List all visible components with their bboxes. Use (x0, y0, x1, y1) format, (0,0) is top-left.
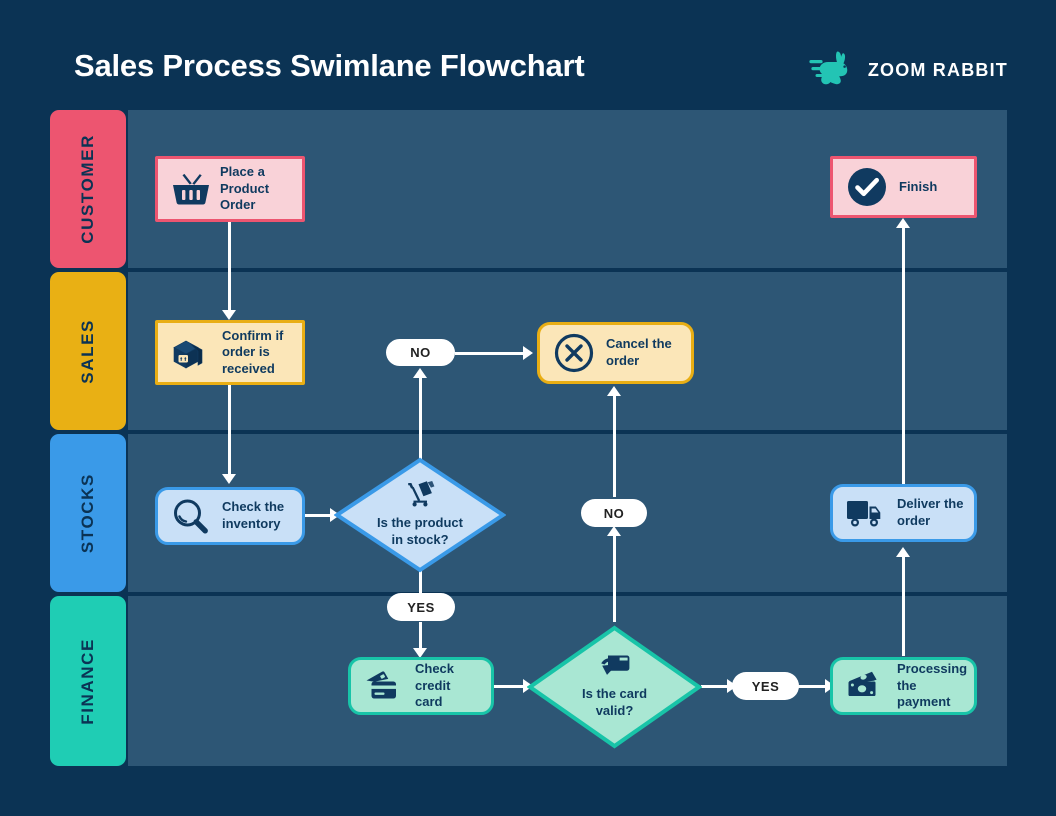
edge-validq-no-arrow-high (607, 386, 621, 396)
decision-label-card-yes: YES (732, 672, 799, 700)
brand-name: ZOOM RABBIT (867, 60, 1008, 80)
check-circle-icon (845, 165, 889, 209)
lane-label-stocks: STOCKS (78, 472, 97, 554)
node-check-inventory-label: Check the inventory (222, 499, 285, 531)
edge-checkcard-to-validq (494, 685, 527, 688)
cash-money-icon (845, 669, 887, 703)
node-card-valid[interactable]: Is the card valid? (527, 625, 702, 749)
edge-stockq-no-arrow (413, 368, 427, 378)
page-title: Sales Process Swimlane Flowchart (74, 48, 585, 83)
edge-payment-to-deliver-arrow (896, 547, 910, 557)
node-finish[interactable]: Finish (830, 156, 977, 218)
decision-label-stock-yes: YES (387, 593, 455, 621)
node-deliver-order-label: Deliver the order (897, 496, 964, 528)
lane-label-sales: SALES (78, 318, 97, 384)
magnifier-icon (170, 496, 212, 536)
decision-diamond-shape (334, 457, 506, 573)
edge-stockq-no-vertical (419, 372, 422, 462)
edge-stockno-to-cancel-arrow (523, 346, 533, 360)
node-place-order[interactable]: Place a Product Order (155, 156, 305, 222)
edge-validq-no-arrow-low (607, 526, 621, 536)
edge-deliver-to-finish-arrow (896, 218, 910, 228)
edge-validq-no-vertical-low (613, 530, 616, 622)
edge-payment-to-deliver (902, 551, 905, 656)
edge-validq-no-vertical-high (613, 390, 616, 497)
edge-stockq-yes-arrow (413, 648, 427, 658)
node-confirm-order[interactable]: Confirm if order is received (155, 320, 305, 385)
decision-label-card-no: NO (581, 499, 647, 527)
edge-confirm-to-inventory (228, 383, 231, 477)
edge-place-to-confirm (228, 219, 231, 313)
credit-card-icon (363, 668, 405, 704)
node-deliver-order[interactable]: Deliver the order (830, 484, 977, 542)
x-circle-icon (552, 331, 596, 375)
lane-label-customer: CUSTOMER (78, 134, 97, 244)
delivery-truck-icon (845, 497, 887, 529)
brand-logo: ZOOM RABBIT (808, 48, 1008, 93)
edge-validq-yes-left (701, 685, 732, 688)
edge-place-to-confirm-arrow (222, 310, 236, 320)
lane-tab-stocks[interactable]: STOCKS (50, 434, 126, 592)
node-product-in-stock[interactable]: Is the product in stock? (334, 457, 506, 573)
decision-diamond-shape-2 (527, 625, 702, 749)
node-confirm-order-label: Confirm if order is received (222, 327, 284, 376)
lane-tab-sales[interactable]: SALES (50, 272, 126, 430)
edge-deliver-to-finish (902, 222, 905, 486)
node-processing-payment[interactable]: Processing the payment (830, 657, 977, 715)
edge-stockq-yes-vertical-top (419, 568, 422, 593)
decision-label-stock-no: NO (386, 339, 455, 366)
edge-stockno-to-cancel (455, 352, 527, 355)
node-check-card[interactable]: Check credit card (348, 657, 494, 715)
node-check-inventory[interactable]: Check the inventory (155, 487, 305, 545)
node-processing-payment-label: Processing the payment (897, 661, 968, 710)
edge-inventory-to-stockq (303, 514, 334, 517)
lane-tab-finance[interactable]: FINANCE (50, 596, 126, 766)
rabbit-icon (808, 48, 854, 93)
edge-validq-yes-right (798, 685, 831, 688)
lane-tab-customer[interactable]: CUSTOMER (50, 110, 126, 268)
node-cancel-order[interactable]: Cancel the order (537, 322, 694, 384)
node-place-order-label: Place a Product Order (220, 164, 270, 213)
node-finish-label: Finish (899, 178, 938, 194)
package-box-icon (170, 334, 212, 372)
shopping-basket-icon (170, 171, 210, 207)
edge-confirm-to-inventory-arrow (222, 474, 236, 484)
edge-stockq-yes-vertical-bottom (419, 622, 422, 652)
node-cancel-order-label: Cancel the order (606, 336, 672, 368)
lane-label-finance: FINANCE (78, 637, 97, 725)
node-check-card-label: Check credit card (415, 661, 455, 710)
